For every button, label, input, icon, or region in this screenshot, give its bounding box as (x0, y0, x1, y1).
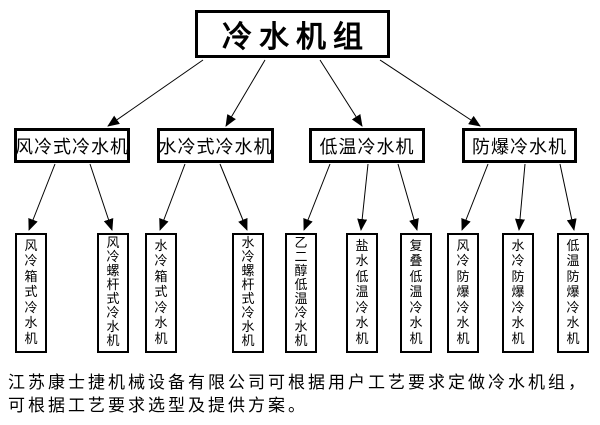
node-low-temp-ex-proof-chiller: 低 温 防 爆 冷 水 机 (557, 233, 589, 353)
node-cascade-low-temp-chiller: 复 叠 低 温 冷 水 机 (400, 233, 432, 353)
node-chiller-unit: 冷水机组 (195, 10, 390, 58)
node-explosion-proof-chiller: 防爆冷水机 (462, 128, 577, 163)
node-air-cooled-box-chiller: 风 冷 箱 式 冷 水 机 (15, 233, 47, 353)
company-note-line-2: 可根据工艺要求选型及提供方案。 (8, 396, 308, 416)
node-brine-low-temp-chiller: 盐 水 低 温 冷 水 机 (346, 233, 378, 353)
node-air-cooled-chiller: 风冷式冷水机 (14, 128, 130, 163)
node-glycol-low-temp-chiller: 乙 二 醇 低 温 冷 水 机 (285, 233, 317, 353)
node-low-temp-chiller: 低温冷水机 (309, 128, 425, 163)
node-air-cooled-screw-chiller: 风 冷 螺 杆 式 冷 水 机 (97, 233, 129, 353)
company-note: 江苏康士捷机械设备有限公司可根据用户工艺要求定做冷水机组， 可根据工艺要求选型及… (8, 372, 598, 418)
company-note-line-1: 江苏康士捷机械设备有限公司可根据用户工艺要求定做冷水机组， (8, 373, 588, 393)
node-water-cooled-screw-chiller: 水 冷 螺 杆 式 冷 水 机 (232, 233, 264, 353)
node-water-cooled-box-chiller: 水 冷 箱 式 冷 水 机 (145, 233, 177, 353)
node-air-cooled-ex-proof-chiller: 风 冷 防 爆 冷 水 机 (447, 233, 479, 353)
node-water-cooled-ex-proof-chiller: 水 冷 防 爆 冷 水 机 (502, 233, 534, 353)
node-water-cooled-chiller: 水冷式冷水机 (157, 128, 274, 163)
